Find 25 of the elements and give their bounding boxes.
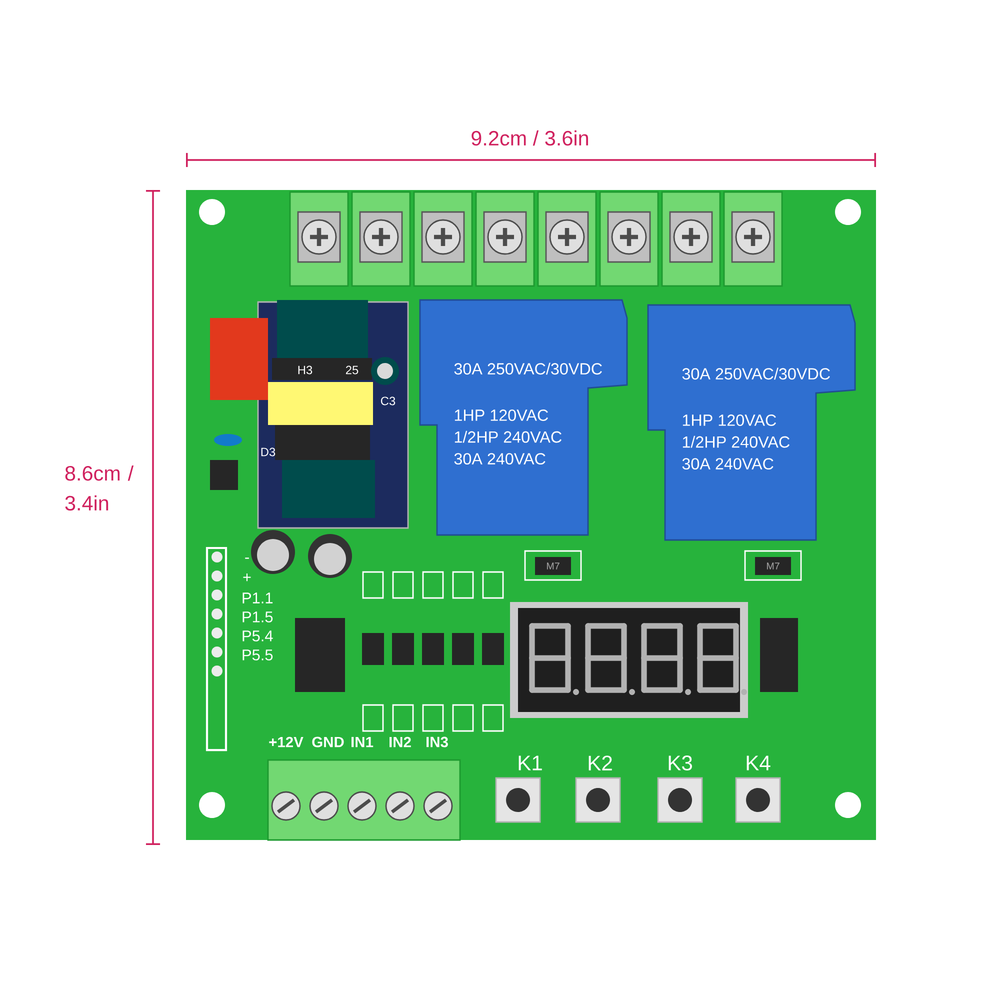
silkscreen-label: P1.1: [242, 592, 273, 604]
component-marking: H3: [298, 366, 312, 374]
silkscreen-label: -: [245, 558, 249, 559]
silkscreen-label: K2: [588, 756, 612, 770]
dimension-label: 9.2cm / 3.6in: [472, 130, 588, 146]
silkscreen-label: P5.5: [242, 650, 273, 660]
component-marking: M7: [547, 562, 560, 570]
silkscreen-label: +12V: [269, 736, 304, 748]
silkscreen-label: IN3: [426, 736, 448, 748]
component-marking: M7: [767, 562, 780, 570]
component-marking: D3: [261, 448, 276, 456]
silkscreen-label: GND: [312, 736, 344, 748]
silkscreen-label: K3: [668, 756, 692, 770]
silkscreen-label: K1: [518, 756, 542, 770]
relay: 30A 250VAC/30VDC 1HP 120VAC 1/2HP 240VAC 30A 240VAC: [419, 299, 628, 536]
relay: 30A 250VAC/30VDC 1HP 120VAC 1/2HP 240VAC 30A 240VAC: [647, 304, 856, 541]
silkscreen-label: K4: [746, 756, 770, 770]
component-marking: 25: [346, 366, 358, 374]
component-marking: C3: [380, 396, 396, 406]
silkscreen-label: +: [243, 574, 251, 582]
silkscreen-label: P1.5: [242, 612, 273, 622]
silkscreen-label: IN2: [390, 736, 411, 748]
silkscreen-label: IN1: [352, 736, 374, 748]
dimension-label: 8.6cm / 3.4in: [65, 465, 134, 511]
silkscreen-label: P5.4: [242, 630, 273, 642]
